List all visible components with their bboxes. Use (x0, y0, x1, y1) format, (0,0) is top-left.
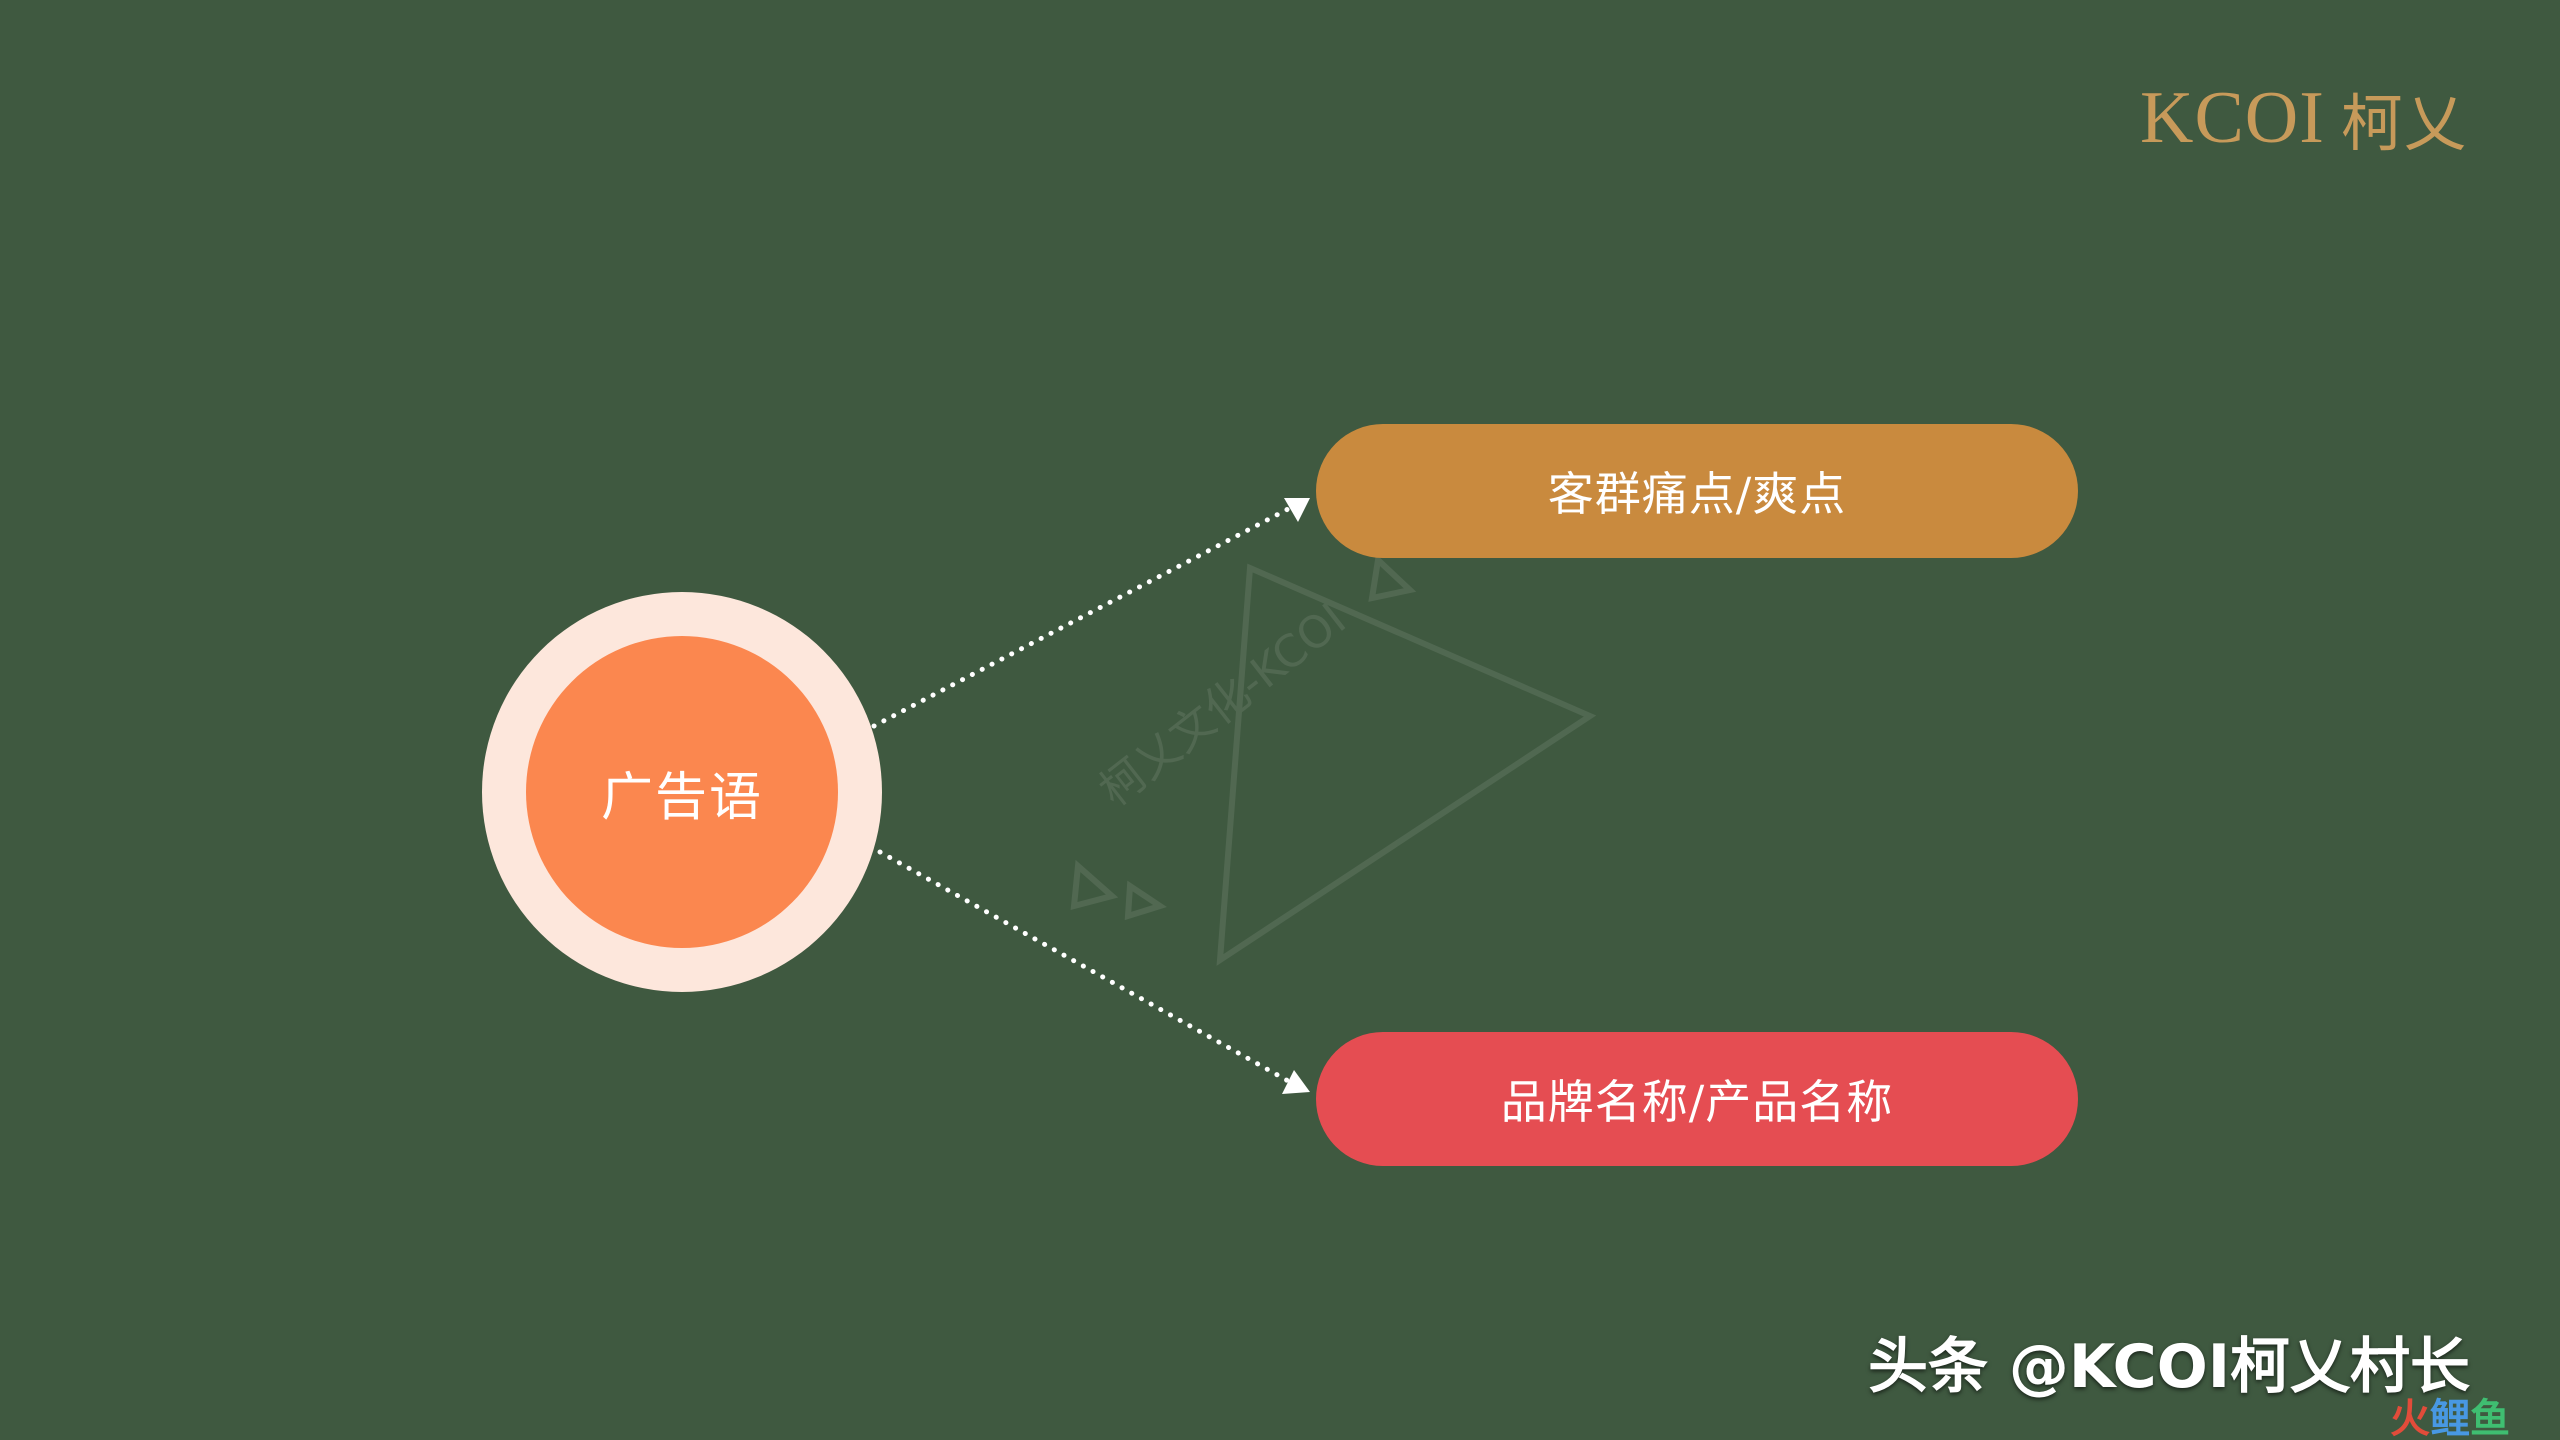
watermark: 柯乂文化-KCOI (1070, 553, 1597, 966)
connector-arrowhead-bottom (1282, 1070, 1310, 1094)
branch-node-brand-name: 品牌名称/产品名称 (1316, 1032, 2078, 1166)
watermark-triangle-icon (1216, 563, 1597, 966)
branch-node-label: 品牌名称/产品名称 (1500, 1075, 1894, 1129)
corner-watermark-char: 鱼 (2470, 1396, 2510, 1440)
brand-logo-latin: KCOI (2140, 76, 2325, 159)
center-node-label: 广告语 (600, 767, 763, 828)
author-credit: 头条 @KCOI柯乂村长 (1868, 1332, 2471, 1402)
watermark-arrow-icon-2 (1124, 880, 1167, 921)
center-node: 广告语 (526, 636, 838, 948)
watermark-text: 柯乂文化-KCOI (1090, 594, 1355, 817)
brand-logo: KCOI 柯乂 (2140, 76, 2467, 160)
connector-line-top (871, 505, 1293, 729)
watermark-small-triangle-icon (1368, 553, 1417, 602)
watermark-arrow-icon (1070, 859, 1119, 911)
branch-node-pain-points: 客群痛点/爽点 (1316, 424, 2078, 558)
corner-watermark-char: 鲤 (2430, 1396, 2470, 1440)
branch-node-label: 客群痛点/爽点 (1547, 467, 1847, 521)
connector-line-bottom (877, 849, 1293, 1085)
corner-watermark: 火鲤鱼 (2390, 1386, 2510, 1440)
connector-arrowhead-top (1284, 498, 1310, 522)
corner-watermark-char: 火 (2390, 1396, 2430, 1440)
brand-logo-chinese: 柯乂 (2340, 91, 2467, 159)
